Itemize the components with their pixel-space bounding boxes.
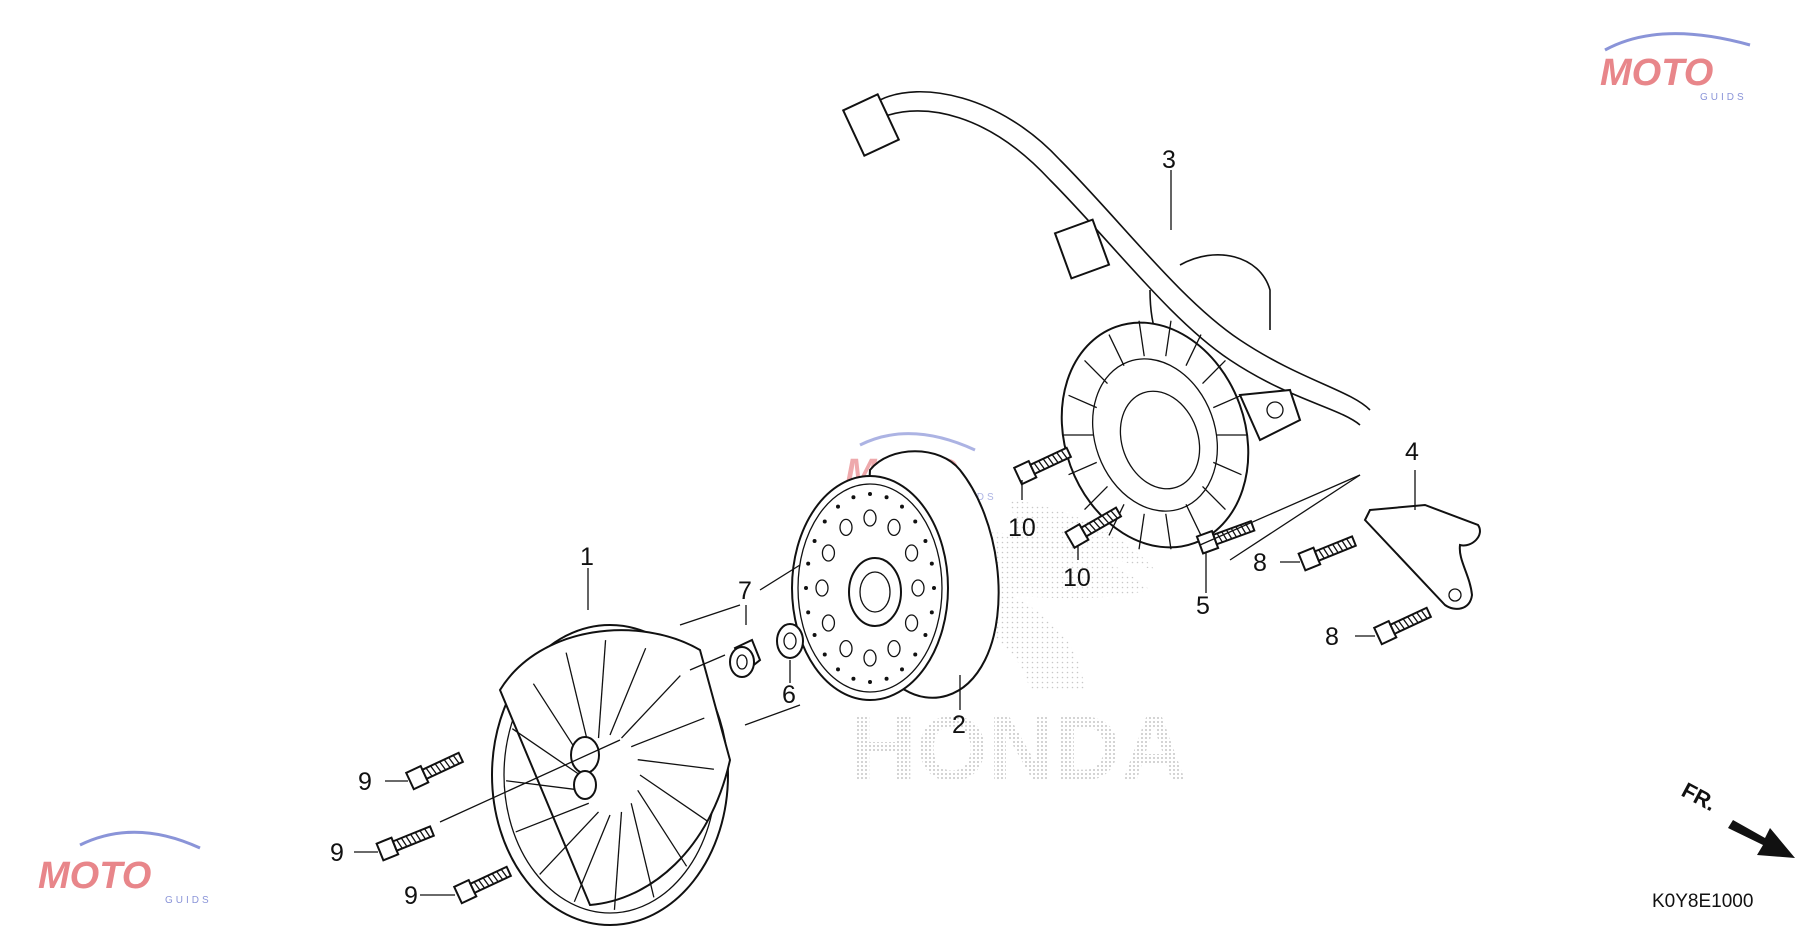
collar (729, 638, 762, 678)
svg-text:GUIDS: GUIDS (165, 895, 212, 906)
callout-4: 4 (1405, 438, 1419, 466)
svg-text:FR.: FR. (1678, 777, 1721, 816)
bolt-10b (1064, 506, 1123, 550)
callout-3: 3 (1162, 146, 1176, 174)
bolt-10a (1012, 446, 1073, 486)
callout-5: 5 (1196, 592, 1210, 620)
bolt-9b (375, 825, 436, 862)
bracket (1363, 503, 1481, 610)
wire-harness (841, 90, 1371, 426)
bolt-9a (404, 751, 465, 791)
callout-6: 6 (782, 681, 796, 709)
callout-labels: 1 2 3 4 5 6 7 8 8 9 9 9 10 10 (330, 146, 1419, 910)
callout-10b: 10 (1063, 564, 1091, 592)
callout-8a: 8 (1253, 549, 1267, 577)
honda-logo-text: HONDA (850, 698, 1187, 800)
svg-text:MOTO: MOTO (38, 855, 151, 897)
callout-9a: 9 (358, 768, 372, 796)
callout-9c: 9 (404, 882, 418, 910)
bolt-9c (452, 865, 513, 905)
cooling-fan (491, 624, 732, 926)
bolt-8a (1297, 535, 1358, 572)
callout-1: 1 (580, 543, 594, 571)
figure-code: K0Y8E1000 (1652, 891, 1753, 912)
leader-lines (354, 170, 1416, 896)
flywheel (791, 450, 1000, 701)
front-direction-marker: FR. (1678, 777, 1795, 858)
callout-7: 7 (738, 577, 752, 605)
washer (776, 623, 804, 659)
callout-9b: 9 (330, 839, 344, 867)
moto-guids-watermark-bottom: MOTO GUIDS (38, 830, 212, 906)
callout-2: 2 (952, 711, 966, 739)
bolt-8b (1372, 606, 1433, 646)
svg-text:MOTO: MOTO (1600, 52, 1713, 94)
svg-text:GUIDS: GUIDS (1700, 92, 1747, 103)
stator (1060, 320, 1302, 550)
callout-10a: 10 (1008, 514, 1036, 542)
moto-guids-watermark-top: MOTO GUIDS (1600, 32, 1751, 103)
callout-8b: 8 (1325, 623, 1339, 651)
